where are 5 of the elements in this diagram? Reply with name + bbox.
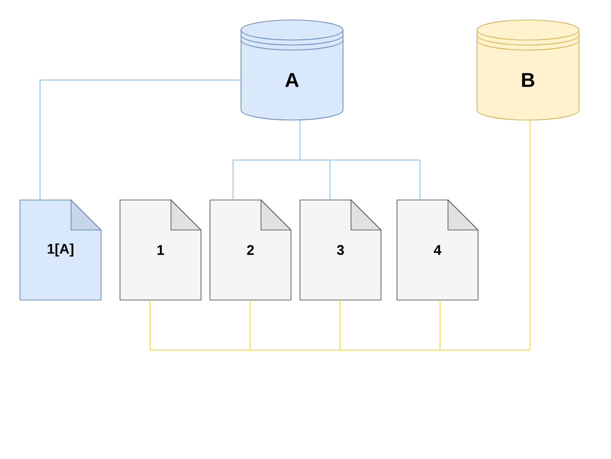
connector-line bbox=[150, 120, 530, 350]
database-cylinder: B bbox=[476, 20, 580, 120]
database-cylinder: A bbox=[240, 20, 344, 120]
connector-line bbox=[232, 120, 420, 200]
connector-line bbox=[40, 80, 242, 200]
